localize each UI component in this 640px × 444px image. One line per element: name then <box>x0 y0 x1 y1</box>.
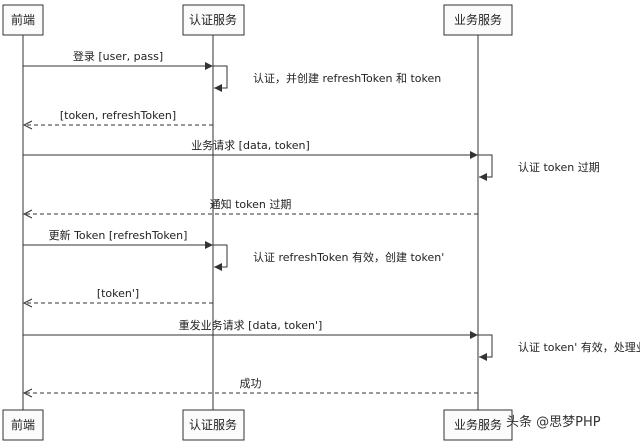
participant-frontend-bottom: 前端 <box>2 409 44 441</box>
arrowhead <box>479 353 487 361</box>
arrowhead <box>22 388 33 398</box>
message-5: 认证 token 过期 <box>478 154 600 181</box>
message-label: 业务请求 [data, token] <box>191 139 310 152</box>
participant-label: 认证服务 <box>189 12 237 27</box>
arrowhead <box>205 241 213 249</box>
message-label: 通知 token 过期 <box>210 197 292 211</box>
participant-box <box>2 4 44 36</box>
participant-auth-top: 认证服务 <box>182 4 245 36</box>
message-9: [token'] <box>22 287 213 308</box>
message-label: 重发业务请求 [data, token'] <box>179 318 323 332</box>
message-10: 重发业务请求 [data, token'] <box>23 318 478 339</box>
participant-label: 认证服务 <box>189 417 237 432</box>
message-label: 认证，并创建 refreshToken 和 token <box>253 71 441 85</box>
message-7: 更新 Token [refreshToken] <box>23 228 213 249</box>
participant-box <box>443 4 513 36</box>
participant-box <box>182 4 245 36</box>
arrowhead <box>214 263 222 271</box>
participant-box <box>443 409 513 441</box>
message-label: 认证 refreshToken 有效，创建 token' <box>253 250 444 264</box>
message-label: 成功 <box>240 377 262 390</box>
participant-label: 前端 <box>11 12 35 27</box>
participant-auth-bottom: 认证服务 <box>182 409 245 441</box>
self-message-line <box>213 244 228 268</box>
arrowhead <box>22 120 33 130</box>
self-message-line <box>213 65 228 89</box>
participant-biz-bottom: 业务服务 <box>443 409 513 441</box>
message-12: 成功 <box>22 377 478 398</box>
arrowhead <box>470 151 478 159</box>
arrowhead <box>22 209 33 219</box>
self-message-line <box>478 334 493 358</box>
message-label: 更新 Token [refreshToken] <box>49 228 188 242</box>
participant-box <box>182 409 245 441</box>
arrowhead <box>479 173 487 181</box>
message-4: 业务请求 [data, token] <box>23 139 478 159</box>
message-label: 登录 [user, pass] <box>73 49 163 63</box>
message-label: [token'] <box>97 287 139 300</box>
message-6: 通知 token 过期 <box>22 197 478 219</box>
participant-biz-top: 业务服务 <box>443 4 513 36</box>
message-label: 认证 token' 有效，处理业 <box>518 340 640 354</box>
self-message-line <box>478 154 493 178</box>
participant-label: 业务服务 <box>454 12 502 27</box>
arrowhead <box>22 298 33 308</box>
message-11: 认证 token' 有效，处理业 <box>478 334 640 361</box>
arrowhead <box>214 84 222 92</box>
message-8: 认证 refreshToken 有效，创建 token' <box>213 244 444 271</box>
participant-frontend-top: 前端 <box>2 4 44 36</box>
message-3: [token, refreshToken] <box>22 109 213 130</box>
watermark: 头条 @思梦PHP <box>506 414 601 430</box>
participant-label: 前端 <box>11 417 35 432</box>
message-1: 登录 [user, pass] <box>23 49 213 70</box>
arrowhead <box>470 331 478 339</box>
participant-box <box>2 409 44 441</box>
arrowhead <box>205 62 213 70</box>
message-label: 认证 token 过期 <box>518 161 600 174</box>
participant-label: 业务服务 <box>454 417 502 432</box>
message-label: [token, refreshToken] <box>60 109 176 122</box>
message-2: 认证，并创建 refreshToken 和 token <box>213 65 441 92</box>
